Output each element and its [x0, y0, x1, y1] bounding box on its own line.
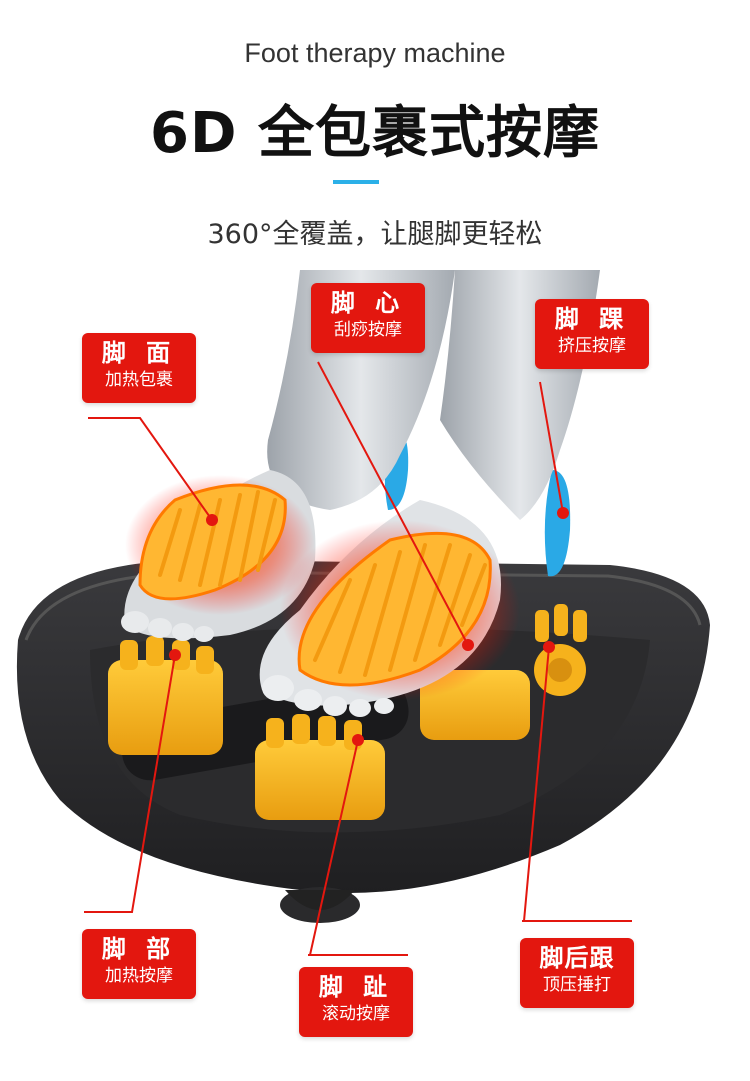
label-desc: 加热包裹	[105, 370, 173, 390]
label-desc: 顶压捶打	[543, 975, 611, 995]
label-arch: 脚 心 刮痧按摩	[311, 283, 425, 353]
label-heel: 脚后跟 顶压捶打	[520, 938, 634, 1008]
subtitle-en: Foot therapy machine	[244, 38, 506, 68]
label-title: 脚 面	[101, 339, 177, 367]
toes-left	[121, 611, 214, 642]
ankle-pad-right	[544, 470, 571, 577]
roller-center	[255, 714, 385, 820]
label-desc: 刮痧按摩	[334, 320, 402, 340]
label-title: 脚 部	[101, 935, 177, 963]
label-foot-part: 脚 部 加热按摩	[82, 929, 196, 999]
label-title: 脚 踝	[554, 305, 630, 333]
label-toe: 脚 趾 滚动按摩	[299, 967, 413, 1037]
accent-divider	[333, 180, 379, 184]
label-title: 脚 趾	[318, 973, 394, 1001]
label-ankle: 脚 踝 挤压按摩	[535, 299, 649, 369]
roller-right	[420, 604, 587, 740]
heating-pad-left	[138, 483, 287, 601]
label-desc: 挤压按摩	[558, 336, 626, 356]
label-sole-surface: 脚 面 加热包裹	[82, 333, 196, 403]
label-desc: 加热按摩	[105, 966, 173, 986]
page-title: 6D 全包裹式按摩	[150, 101, 600, 166]
label-desc: 滚动按摩	[322, 1004, 390, 1024]
label-title: 脚 心	[330, 289, 406, 317]
tagline: 360°全覆盖，让腿脚更轻松	[207, 219, 543, 250]
heating-pad-right	[297, 531, 492, 687]
label-title: 脚后跟	[539, 944, 615, 972]
toes-right	[262, 675, 394, 717]
